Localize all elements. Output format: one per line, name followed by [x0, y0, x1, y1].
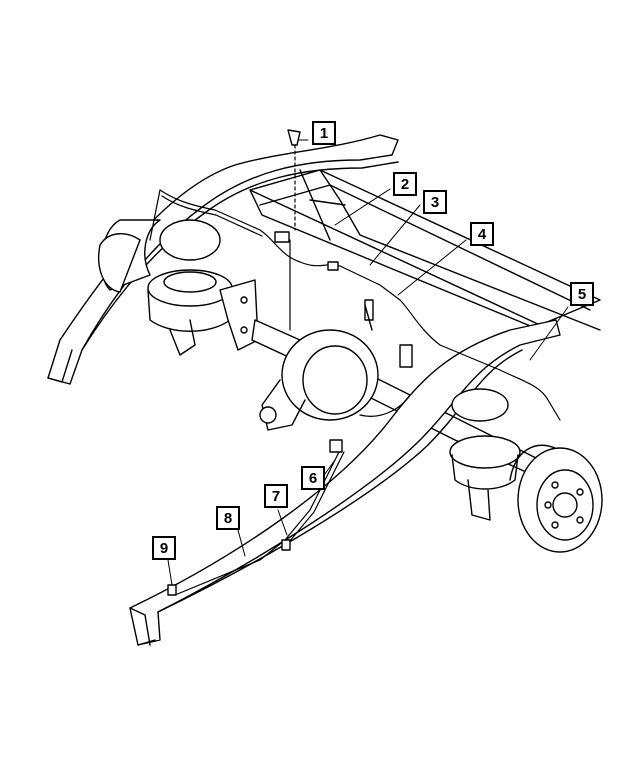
- leader-lines: [167, 139, 569, 586]
- callout-3: 3: [423, 190, 447, 214]
- callout-5: 5: [570, 282, 594, 306]
- callout-7: 7: [264, 484, 288, 508]
- brake-lines: [149, 144, 561, 596]
- callout-9: 9: [152, 536, 176, 560]
- callout-6: 6: [301, 466, 325, 490]
- callout-2: 2: [393, 172, 417, 196]
- brake-drum: [509, 444, 603, 553]
- callout-4: 4: [470, 222, 494, 246]
- callout-1: 1: [312, 121, 336, 145]
- cross-member: [249, 169, 601, 331]
- callout-8: 8: [216, 506, 240, 530]
- left-brake-drum: [98, 233, 141, 293]
- axle-bracket: [219, 279, 259, 351]
- clips: [167, 129, 413, 596]
- right-spring-mount: [449, 388, 521, 521]
